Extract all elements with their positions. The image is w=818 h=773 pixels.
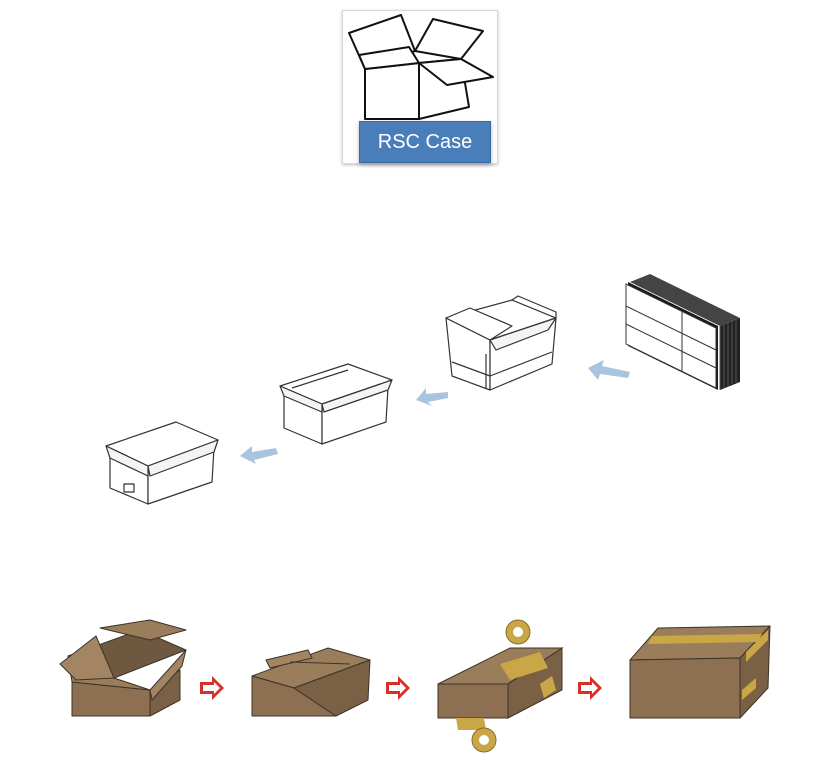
open-box-with-flaps-icon	[445, 295, 557, 391]
folded-flaps-box-icon	[251, 647, 371, 717]
arrow-icon	[588, 360, 630, 380]
arrow-icon	[578, 676, 602, 700]
open-box-bottom-icon	[105, 421, 219, 505]
rsc-case-card: RSC Case	[342, 10, 498, 164]
open-cardboard-box-icon	[59, 619, 187, 717]
open-rsc-box-icon	[348, 14, 494, 120]
open-box-icon	[279, 363, 393, 445]
arrow-icon	[240, 446, 278, 464]
arrow-icon	[200, 676, 224, 700]
rsc-case-label: RSC Case	[359, 121, 491, 163]
sealed-box-icon	[629, 625, 771, 719]
flat-blank-stack-icon	[625, 274, 740, 390]
taping-box-icon	[437, 619, 564, 753]
arrow-icon	[416, 388, 448, 406]
arrow-icon	[386, 676, 410, 700]
